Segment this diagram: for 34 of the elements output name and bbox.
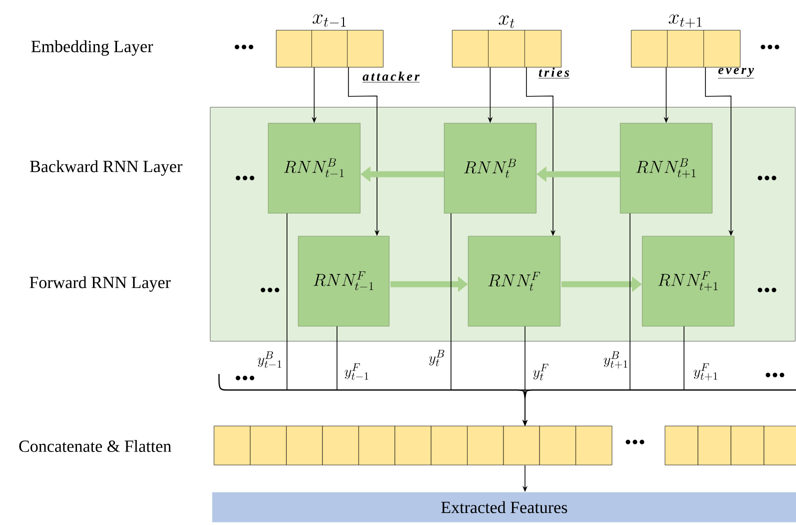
word-label: every — [718, 68, 754, 78]
edge-label: $y^{F}_{t-1}$ — [344, 363, 368, 380]
node-label: $x_{t}$ — [498, 16, 514, 28]
layer-label: Forward RNN Layer — [30, 276, 171, 292]
embedding-vector: $x_{t-1}$ — [276, 14, 384, 68]
node-label: $x_{t-1}$ — [312, 14, 346, 27]
rnn-cell-box: $RNN^{B}_{t+1}$ — [620, 123, 712, 214]
embedding-vector: $x_{t+1}$ — [631, 14, 740, 68]
layer-label: Concatenate & Flatten — [19, 440, 172, 452]
rnn-cell-box: $RNN^{F}_{t}$ — [468, 236, 560, 326]
rnn-cell-box: $RNN^{B}_{t-1}$ — [268, 123, 360, 214]
embedding-vector: $x_{t}$ — [452, 16, 562, 68]
rnn-cell-box: $RNN^{F}_{t-1}$ — [298, 236, 390, 326]
ellipsis: ... — [626, 440, 644, 444]
rnn-cell-box: $RNN^{F}_{t+1}$ — [642, 236, 734, 326]
ellipsis: ... — [766, 372, 784, 378]
ellipsis: ... — [236, 176, 254, 180]
word-label: tries — [538, 68, 570, 78]
edge-label: $y^{F}_{t+1}$ — [694, 363, 718, 381]
layer-label: Backward RNN Layer — [30, 160, 182, 176]
edge-label: $y^{F}_{t}$ — [533, 364, 548, 380]
rnn-cell-box: $RNN^{B}_{t}$ — [444, 123, 536, 214]
ellipsis: ... — [758, 176, 776, 180]
ellipsis: ... — [234, 44, 254, 50]
word-label: attacker — [362, 72, 420, 82]
output-bar: Extracted Features — [212, 492, 796, 522]
layer-label: Embedding Layer — [31, 40, 153, 56]
ellipsis: ... — [236, 376, 254, 380]
edge-label: $y^{B}_{t+1}$ — [604, 351, 628, 369]
ellipsis: ... — [260, 288, 280, 292]
edge-label: $y^{B}_{t}$ — [429, 350, 444, 366]
edge-label: $y^{B}_{t-1}$ — [258, 351, 282, 368]
concatenated-vector — [214, 426, 796, 466]
node-label: $x_{t+1}$ — [668, 14, 702, 28]
